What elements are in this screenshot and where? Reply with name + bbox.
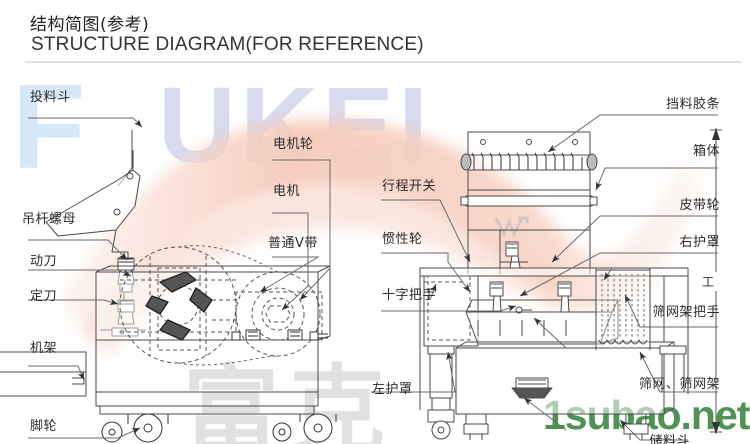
page-title-cn: 结构简图(参考)	[30, 15, 150, 35]
callout-label: 投料斗	[30, 90, 71, 105]
callout-label: 皮带轮	[679, 198, 720, 213]
title-divider	[25, 61, 741, 63]
callout-label: 左护罩	[372, 382, 413, 397]
callout-label: 吊杆螺母	[22, 212, 77, 227]
callout-label: 挡料胶条	[665, 97, 720, 112]
callout-label: 箱体	[692, 144, 720, 159]
callout-label: 电机	[273, 184, 301, 199]
callout-label: 电机轮	[273, 137, 314, 152]
callout-label: 筛网架把手	[652, 305, 720, 320]
callout-label: 十字把手	[382, 288, 437, 303]
page-title-en: STRUCTURE DIAGRAM(FOR REFERENCE)	[31, 34, 424, 55]
callout-label: 机架	[30, 341, 58, 356]
callout-label: 筛网、筛网架	[638, 377, 720, 392]
callout-label: 惯性轮	[382, 232, 423, 247]
callout-label: 右护罩	[679, 235, 720, 250]
callout-label: 动刀	[30, 254, 58, 269]
callout-label: 脚轮	[30, 419, 58, 434]
callout-label: 定刀	[30, 289, 58, 304]
height-dimension-label: 工	[700, 272, 717, 291]
callout-label: 储料斗	[649, 434, 690, 444]
callout-label: 行程开关	[382, 179, 437, 194]
callout-label: 普通V带	[268, 236, 318, 251]
